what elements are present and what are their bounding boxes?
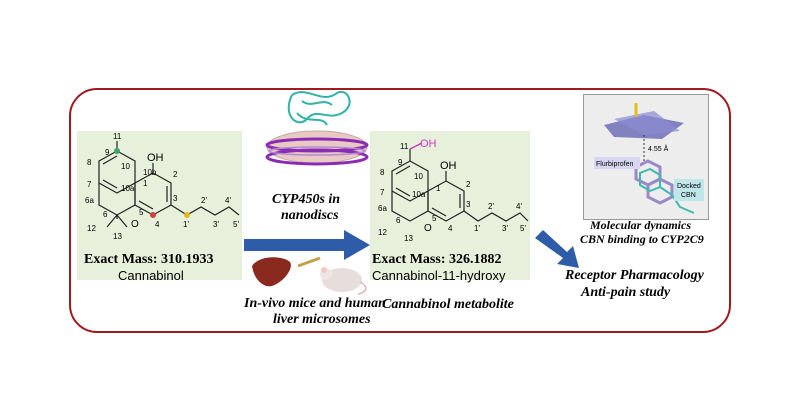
svg-text:1: 1 xyxy=(436,184,441,193)
svg-text:13: 13 xyxy=(404,234,413,243)
docking-caption-line1: Molecular dynamics xyxy=(590,218,691,232)
hydroxyl-label: OH xyxy=(420,138,437,150)
svg-text:6: 6 xyxy=(396,216,401,225)
metabolite-structure: OH 11 9 8 10 7 10a OH 2 1 6a 6 12 13 O 5… xyxy=(378,138,529,243)
svg-text:7: 7 xyxy=(87,180,92,189)
svg-text:5: 5 xyxy=(139,208,144,217)
svg-text:3: 3 xyxy=(466,200,471,209)
svg-text:12: 12 xyxy=(378,228,387,237)
svg-text:2': 2' xyxy=(488,202,494,211)
reaction-arrow xyxy=(244,230,370,260)
svg-text:1: 1 xyxy=(143,179,148,188)
name-cannabinol: Cannabinol xyxy=(118,268,184,283)
svg-text:OH: OH xyxy=(440,160,457,172)
enzyme-text-line2: nanodiscs xyxy=(281,208,339,223)
svg-text:4: 4 xyxy=(155,220,160,229)
docking-caption-line2: CBN binding to CYP2C9 xyxy=(580,232,704,246)
svg-text:13: 13 xyxy=(113,232,122,241)
cyp450-nanodisc-illustration xyxy=(265,90,369,166)
svg-text:12: 12 xyxy=(87,224,96,233)
svg-text:3': 3' xyxy=(213,220,219,229)
flurbiprofen-label: Flurbiprofen xyxy=(596,161,633,168)
metabolite-caption: Cannabinol metabolite xyxy=(382,297,514,312)
svg-text:10b: 10b xyxy=(143,168,157,177)
cannabinol-structure: 11 9 8 10 7 10a 10b OH 2 1 6a 6 12 13 O … xyxy=(85,132,239,241)
svg-text:5': 5' xyxy=(233,220,239,229)
enzyme-text-line1: CYP450s in xyxy=(272,192,341,207)
metabolite-panel xyxy=(370,131,530,280)
atom-11: 11 xyxy=(113,132,122,141)
cannabinol-panel xyxy=(77,131,242,280)
svg-text:10: 10 xyxy=(414,172,423,181)
svg-text:5': 5' xyxy=(520,224,526,233)
svg-text:9: 9 xyxy=(105,148,110,157)
mass-label-metabolite: Exact Mass: 326.1882 xyxy=(372,252,502,267)
svg-text:8: 8 xyxy=(380,168,385,177)
svg-text:1': 1' xyxy=(474,224,480,233)
svg-text:10a: 10a xyxy=(412,190,426,199)
distance-label: 4.55 Å xyxy=(648,144,669,153)
oh-label: OH xyxy=(147,152,164,164)
svg-text:10: 10 xyxy=(121,162,130,171)
svg-text:2': 2' xyxy=(201,196,207,205)
svg-text:3': 3' xyxy=(502,224,508,233)
svg-text:1': 1' xyxy=(183,220,189,229)
docked-label-2: CBN xyxy=(681,192,696,199)
svg-text:4': 4' xyxy=(516,202,522,211)
mass-label-cannabinol: Exact Mass: 310.1933 xyxy=(84,252,214,267)
svg-text:2: 2 xyxy=(173,170,178,179)
liver-mouse-illustration xyxy=(252,256,367,295)
invivo-text-line2: liver microsomes xyxy=(273,312,371,327)
svg-text:8: 8 xyxy=(87,158,92,167)
svg-text:O: O xyxy=(131,219,139,230)
docked-label-1: Docked xyxy=(677,183,701,190)
svg-text:5: 5 xyxy=(432,214,437,223)
diagram-frame xyxy=(69,88,731,333)
svg-text:O: O xyxy=(424,223,432,234)
svg-text:9: 9 xyxy=(398,158,403,167)
syringe-icon xyxy=(297,256,321,268)
svg-text:11: 11 xyxy=(400,142,409,151)
svg-text:7: 7 xyxy=(380,188,385,197)
outcome-line2: Anti-pain study xyxy=(581,285,671,300)
svg-text:6a: 6a xyxy=(85,196,94,205)
svg-text:4': 4' xyxy=(225,196,231,205)
svg-text:3: 3 xyxy=(173,194,178,203)
svg-text:6a: 6a xyxy=(378,204,387,213)
invivo-text-line1: In-vivo mice and human xyxy=(244,296,386,311)
name-metabolite: Cannabinol-11-hydroxy xyxy=(372,268,506,283)
outcome-line1: Receptor Pharmacology xyxy=(565,268,704,283)
diagonal-arrow xyxy=(535,230,579,268)
docking-image: 4.55 Å Flurbiprofen Docked CBN xyxy=(583,94,709,220)
svg-text:4: 4 xyxy=(448,224,453,233)
svg-text:10a: 10a xyxy=(121,184,135,193)
svg-text:6: 6 xyxy=(103,210,108,219)
docking-graphic: 4.55 Å Flurbiprofen Docked CBN xyxy=(594,103,704,214)
liver-icon xyxy=(252,257,291,287)
svg-text:2: 2 xyxy=(466,180,471,189)
